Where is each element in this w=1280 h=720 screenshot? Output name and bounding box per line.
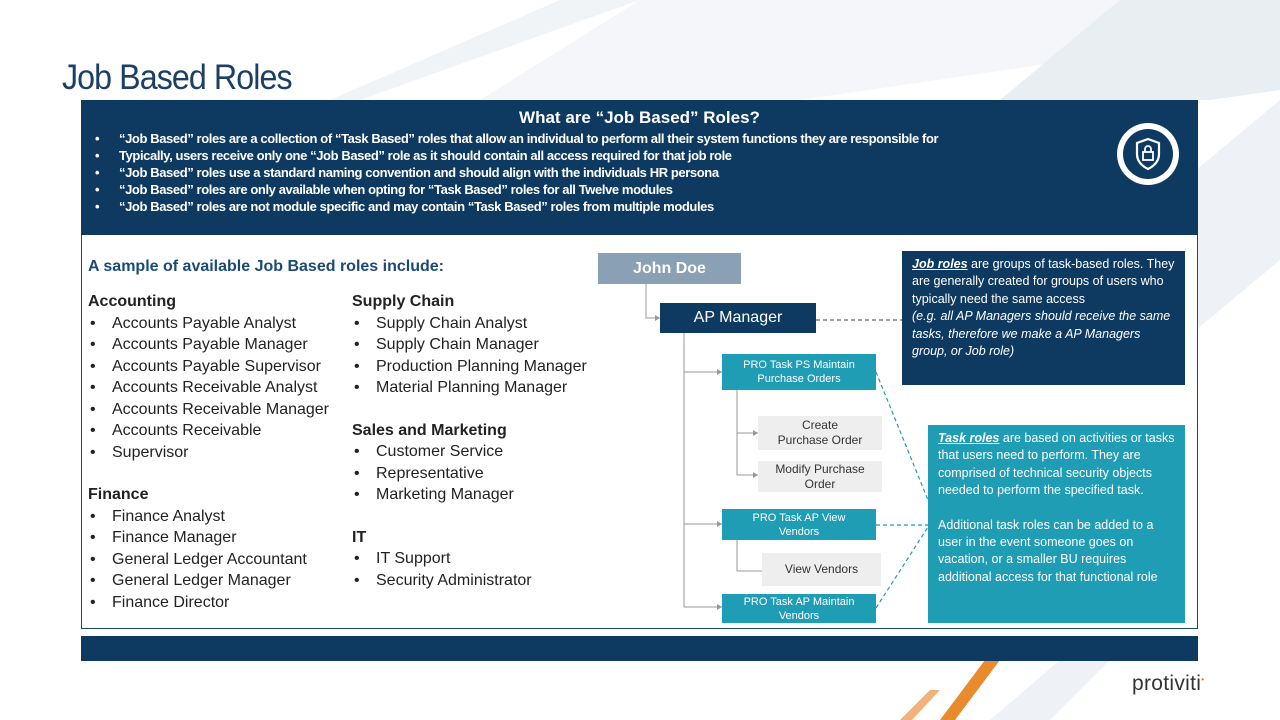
section-heading: Supply Chain xyxy=(352,293,455,310)
role-item: Marketing Manager xyxy=(352,484,587,506)
role-item: Accounts Receivable xyxy=(88,420,329,442)
banner-bullet: •“Job Based” roles use a standard naming… xyxy=(95,165,719,180)
role-item: Accounts Receivable Analyst xyxy=(88,377,329,399)
user-box: John Doe xyxy=(598,253,741,284)
job-role-box: AP Manager xyxy=(660,303,816,333)
sample-heading: A sample of available Job Based roles in… xyxy=(88,258,444,275)
role-item: Accounts Payable Supervisor xyxy=(88,356,329,378)
role-item: Accounts Payable Manager xyxy=(88,334,329,356)
roles-column-left: Accounting Accounts Payable Analyst Acco… xyxy=(88,291,329,613)
banner-heading: What are “Job Based” Roles? xyxy=(519,108,760,127)
role-item: Production Planning Manager xyxy=(352,356,587,378)
banner-bullet: •“Job Based” roles are only available wh… xyxy=(95,182,673,197)
banner-bullets: •“Job Based” roles are a collection of “… xyxy=(93,130,939,215)
page-title: Job Based Roles xyxy=(62,58,293,97)
role-item: Finance Manager xyxy=(88,527,329,549)
role-item: Material Planning Manager xyxy=(352,377,587,399)
shield-lock-icon xyxy=(1117,123,1179,185)
role-item: Supply Chain Manager xyxy=(352,334,587,356)
brand-logo: protiviti• xyxy=(1132,672,1205,695)
section-heading: Finance xyxy=(88,486,149,503)
footer-bar xyxy=(81,636,1198,661)
role-item: Finance Director xyxy=(88,592,329,614)
job-roles-note: Job roles are groups of task-based roles… xyxy=(902,251,1185,385)
task-roles-note: Task roles are based on activities or ta… xyxy=(928,425,1185,623)
role-item: Security Administrator xyxy=(352,570,587,592)
role-item: IT Support xyxy=(352,548,587,570)
role-item: General Ledger Manager xyxy=(88,570,329,592)
sub-task-box: View Vendors xyxy=(762,553,881,586)
role-item: General Ledger Accountant xyxy=(88,549,329,571)
section-heading: Sales and Marketing xyxy=(352,421,507,439)
role-item: Finance Analyst xyxy=(88,506,329,528)
role-item: Customer Service xyxy=(352,441,587,463)
roles-column-right: Supply Chain Supply Chain Analyst Supply… xyxy=(352,291,587,591)
info-banner: What are “Job Based” Roles? •“Job Based”… xyxy=(81,100,1198,235)
section-heading: Accounting xyxy=(88,293,176,310)
section-heading: IT xyxy=(352,528,367,546)
banner-bullet: •“Job Based” roles are not module specif… xyxy=(95,199,714,214)
role-item: Accounts Payable Analyst xyxy=(88,313,329,335)
role-item: Accounts Receivable Manager xyxy=(88,399,329,421)
banner-bullet: •Typically, users receive only one “Job … xyxy=(95,148,732,163)
banner-bullet: •“Job Based” roles are a collection of “… xyxy=(95,131,939,146)
role-item-continued: Representative xyxy=(352,463,587,485)
role-item-continued: Supervisor xyxy=(88,442,329,464)
role-item: Supply Chain Analyst xyxy=(352,313,587,335)
